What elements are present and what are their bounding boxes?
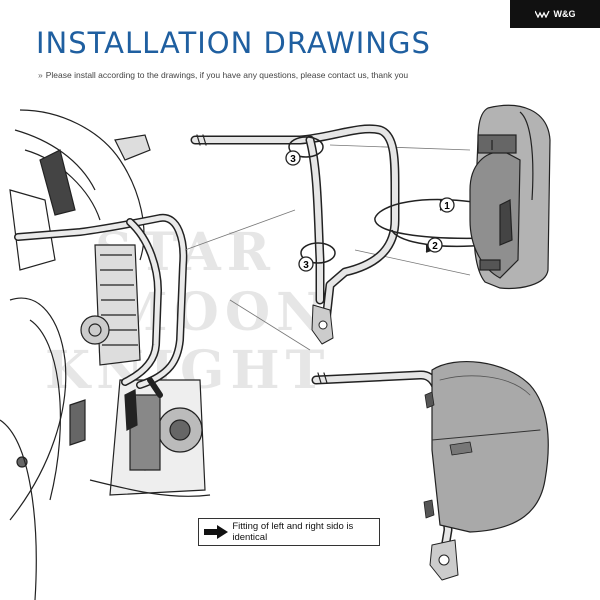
step-2-marker (427, 237, 443, 253)
brand-text: W&G (553, 9, 576, 19)
subtitle-marker: » (38, 70, 43, 80)
brand-badge: W&G (510, 0, 600, 28)
step-2-label: 2 (432, 241, 438, 252)
wg-logo-icon (534, 10, 550, 18)
mounted-bag-view (311, 360, 549, 581)
step-3-bottom-marker (298, 256, 314, 272)
step-markers: 3 3 1 2 (285, 150, 455, 272)
bag-back-view (469, 104, 551, 290)
note-box: Fitting of left and right sido is identi… (198, 518, 380, 546)
watermark-line-2: MOON (110, 282, 330, 343)
note-text: Fitting of left and right sido is identi… (232, 521, 354, 543)
subtitle-text: Please install according to the drawings… (45, 70, 409, 80)
step-3-top-label: 3 (290, 154, 296, 165)
bike-crash-bar (14, 213, 188, 398)
step-3-bottom-label: 3 (303, 260, 309, 271)
motorcycle-drawing (0, 109, 211, 600)
page-title: INSTALLATION DRAWINGS (36, 26, 431, 60)
step-1-marker (439, 197, 455, 213)
crash-bar-detail (190, 124, 400, 345)
step-1-label: 1 (444, 201, 450, 212)
guide-lines (184, 144, 471, 351)
page-subtitle: »Please install according to the drawing… (38, 70, 408, 80)
step-3-top-marker (285, 150, 301, 166)
right-arrow-icon (199, 519, 232, 545)
